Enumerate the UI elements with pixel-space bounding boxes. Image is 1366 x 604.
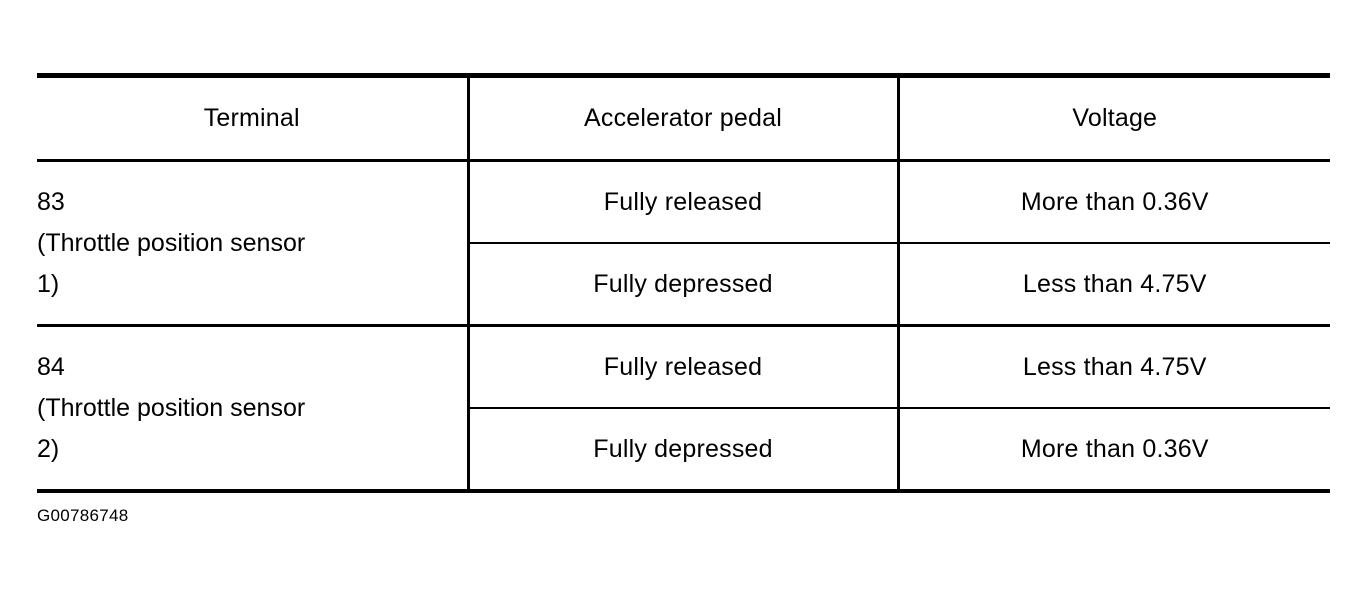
terminal-label-line: 2) [37,434,60,463]
table-body: 83 (Throttle position sensor 1) Fully re… [37,160,1330,493]
column-header-accelerator-pedal: Accelerator pedal [468,73,900,162]
terminal-label-line: (Throttle position sensor [37,393,306,422]
voltage-value-cell: More than 0.36V [898,408,1330,493]
terminal-label-line: 1) [37,269,60,298]
terminal-label-line: 84 [37,352,65,381]
voltage-value-cell: Less than 4.75V [898,243,1330,327]
figure-id-caption: G00786748 [37,506,129,525]
table-header: Terminal Accelerator pedal Voltage [37,73,1330,162]
pedal-state-cell: Fully released [468,160,900,244]
column-header-terminal: Terminal [37,73,470,162]
pedal-state-cell: Fully released [468,325,900,409]
specification-table-container: Terminal Accelerator pedal Voltage 83 (T… [37,73,1330,493]
table-row: Fully depressed Less than 4.75V [37,243,1330,327]
terminal-cell-83: 83 (Throttle position sensor 1) [37,160,470,327]
terminal-label-line: 83 [37,187,65,216]
table-row: Fully depressed More than 0.36V [37,408,1330,493]
table-row: 83 (Throttle position sensor 1) Fully re… [37,160,1330,327]
table-row: 84 (Throttle position sensor 2) Fully re… [37,325,1330,493]
terminal-cell-84: 84 (Throttle position sensor 2) [37,325,470,493]
pedal-state-cell: Fully depressed [468,243,900,327]
specification-table: Terminal Accelerator pedal Voltage 83 (T… [37,73,1330,493]
voltage-value-cell: More than 0.36V [898,160,1330,244]
terminal-label-line: (Throttle position sensor [37,228,306,257]
voltage-value-cell: Less than 4.75V [898,325,1330,409]
column-header-voltage: Voltage [898,73,1330,162]
pedal-state-cell: Fully depressed [468,408,900,493]
table-header-row: Terminal Accelerator pedal Voltage [37,73,1330,162]
